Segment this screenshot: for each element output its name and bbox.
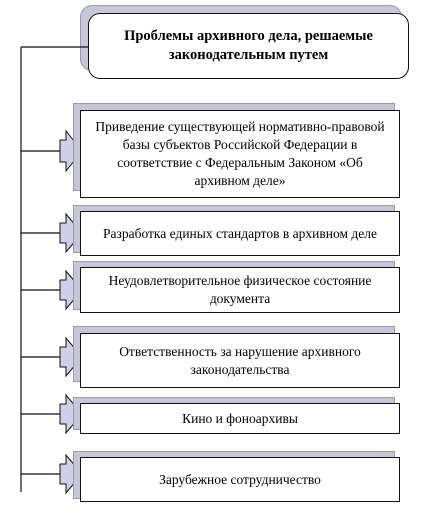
item-3-text: Неудовлетворительное физическое состояни… (108, 273, 372, 306)
item-box-5: Кино и фоноархивы (80, 403, 400, 434)
title-box: Проблемы архивного дела, решаемые законо… (88, 13, 409, 79)
item-5-text: Кино и фоноархивы (182, 410, 298, 426)
item-box-6: Зарубежное сотрудничество (80, 457, 400, 502)
item-box-1: Приведение существующей нормативно-право… (80, 110, 400, 198)
item-box-4: Ответственность за нарушение архивного з… (80, 333, 400, 388)
item-1-text: Приведение существующей нормативно-право… (95, 119, 385, 188)
title-text: Проблемы архивного дела, решаемые законо… (124, 28, 373, 63)
item-box-3: Неудовлетворительное физическое состояни… (80, 267, 400, 313)
item-6-text: Зарубежное сотрудничество (159, 471, 321, 487)
item-4-text: Ответственность за нарушение архивного з… (119, 343, 361, 377)
item-2-text: Разработка единых стандартов в архивном … (103, 225, 377, 241)
item-box-2: Разработка единых стандартов в архивном … (80, 211, 400, 256)
